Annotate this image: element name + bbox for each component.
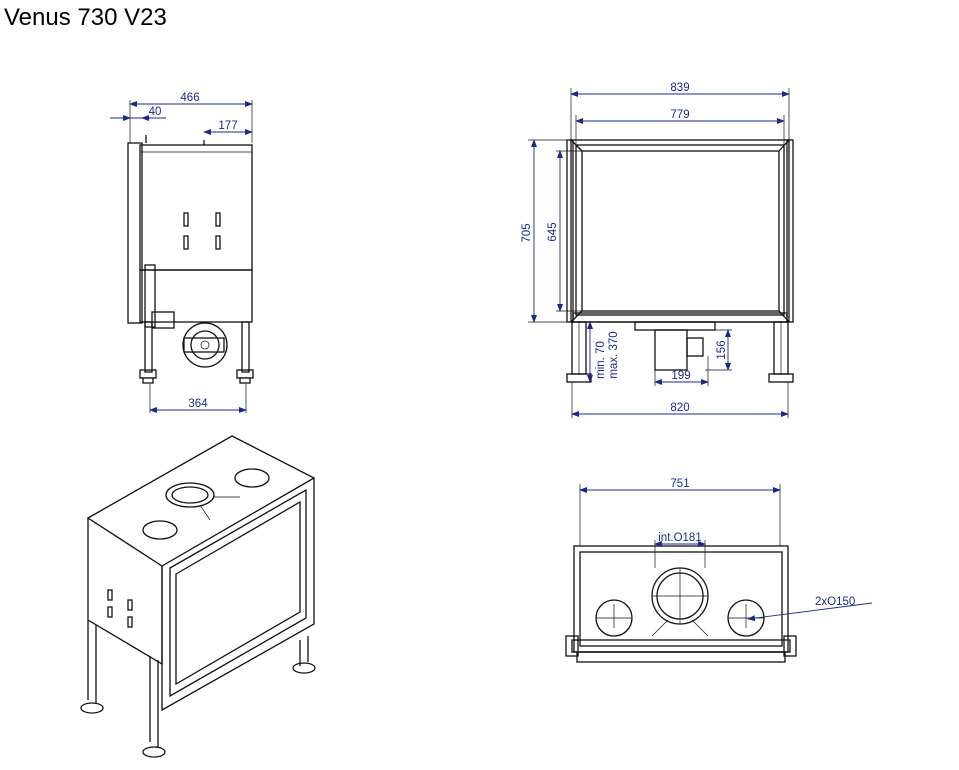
side-view: 466 40 177 364: [110, 92, 254, 413]
dim-front-min70: min. 70: [595, 341, 607, 379]
dim-top-2x150: 2xO150: [815, 596, 855, 608]
dim-top-751: 751: [670, 478, 689, 490]
dim-front-645: 645: [547, 222, 559, 241]
dim-front-max370: max. 370: [608, 331, 620, 378]
dim-front-820: 820: [670, 402, 689, 414]
isometric-view: [80, 435, 316, 758]
dim-front-839: 839: [670, 82, 689, 94]
top-view: 751 int.O181 2xO150: [565, 478, 873, 663]
dim-side-40: 40: [149, 106, 162, 118]
front-view: 839 779 705 645 min. 70 max. 370 156 199…: [521, 82, 794, 418]
dim-top-int181: int.O181: [658, 532, 701, 544]
dim-side-364: 364: [188, 398, 208, 410]
dim-side-466: 466: [180, 92, 199, 104]
dim-front-705: 705: [521, 223, 533, 242]
dim-side-177: 177: [218, 120, 237, 132]
dim-front-199: 199: [671, 370, 690, 382]
page-title: Venus 730 V23: [4, 4, 167, 31]
dim-front-156: 156: [716, 340, 728, 359]
dim-front-779: 779: [670, 109, 689, 121]
